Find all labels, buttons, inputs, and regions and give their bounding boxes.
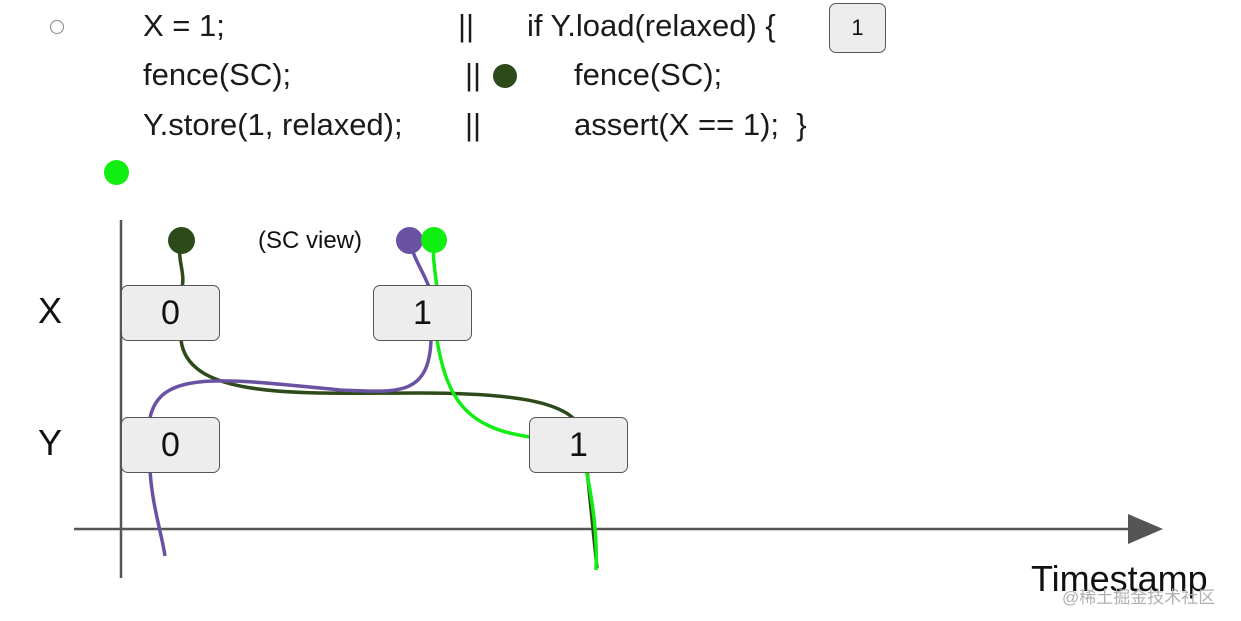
sc-view-label: (SC view) (258, 227, 363, 254)
row-label-y: Y (38, 422, 63, 463)
y-value-box: 1 (529, 417, 628, 473)
bright-green-marker (104, 160, 129, 185)
bright-green-thread-dot (421, 227, 447, 253)
code-t2-line1: if Y.load(relaxed) { (527, 8, 776, 43)
code-t2-line2: fence(SC); (574, 57, 723, 92)
bright-green-sc-view-path (431, 239, 599, 571)
code-t1-line1: X = 1; (143, 8, 225, 43)
load-value-box: 1 (829, 3, 886, 53)
purple-thread-dot (396, 227, 423, 254)
row-label-x: X (38, 290, 63, 331)
dark-green-fence-marker (493, 64, 517, 88)
timestamp-axis-label: Timestamp (1031, 558, 1208, 599)
x-value-box: 1 (373, 285, 472, 341)
dark-green-thread-dot (168, 227, 195, 254)
thread-separator: || (465, 107, 482, 142)
code-t1-line3: Y.store(1, relaxed); (143, 107, 403, 142)
open-circle-marker (50, 20, 64, 34)
code-t1-line2: fence(SC); (143, 57, 292, 92)
x-value-box: 0 (121, 285, 220, 341)
code-t2-line3: assert(X == 1); } (574, 107, 807, 142)
thread-separator: || (458, 8, 475, 43)
watermark: @稀土掘金技术社区 (1062, 588, 1216, 607)
thread-separator: || (465, 57, 482, 92)
y-value-box: 0 (121, 417, 220, 473)
